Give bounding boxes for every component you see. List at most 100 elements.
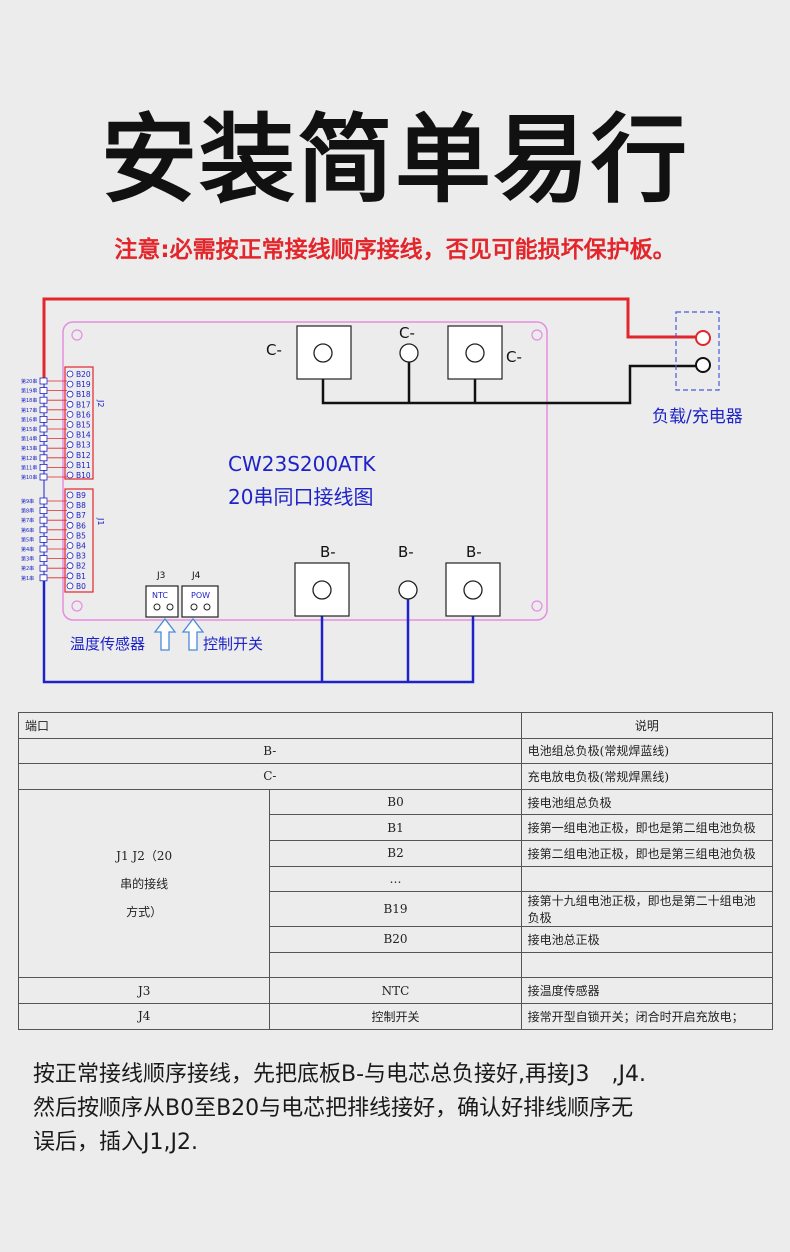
j2-pin-label: B10	[76, 471, 91, 480]
red-wire	[42, 297, 703, 382]
j1-pin-label: B0	[76, 582, 86, 591]
j1-pin-label: B9	[76, 491, 86, 500]
board-outline	[62, 321, 548, 621]
wire-terminal	[39, 497, 48, 505]
j1-pin-label: B6	[76, 521, 86, 530]
wire-terminal	[39, 473, 48, 481]
j2-pin-dot	[66, 441, 74, 449]
j1-pin-dot	[66, 542, 74, 549]
wire-label: 第10串	[21, 474, 37, 481]
mount-hole	[531, 600, 543, 612]
wire-terminal	[39, 454, 48, 462]
desc-cell: 接第二组电池正极，即也是第三组电池负极	[520, 839, 774, 867]
wire-terminal	[39, 415, 48, 423]
pin-cell: B1	[269, 814, 522, 841]
j2-pin-label: B19	[76, 380, 91, 389]
desc-cell: 电池组总负极(常规焊蓝线)	[520, 737, 774, 765]
mount-hole	[71, 600, 83, 612]
load-label: 负载/充电器	[652, 407, 743, 427]
j3-label: J3	[156, 571, 165, 581]
j2-pin-dot	[66, 390, 74, 398]
c-minus-label: C-	[266, 341, 282, 359]
j2-pin-dot	[66, 370, 74, 378]
wire-label: 第7串	[21, 517, 34, 524]
j2-pin-dot	[66, 380, 74, 388]
wire-label: 第1串	[21, 575, 34, 582]
installation-instructions: 按正常接线顺序接线，先把底板B-与电芯总负接好,再接J3 ,J4. 然后按顺序从…	[33, 1062, 646, 1155]
j2-pin-label: B15	[76, 421, 91, 430]
control-switch-label: 控制开关	[203, 635, 263, 653]
wire-terminal	[39, 425, 48, 433]
pin-cell	[269, 951, 522, 979]
wire-label: 第12串	[21, 455, 37, 462]
j3-pin	[166, 603, 174, 611]
temp-sensor-label: 温度传感器	[70, 635, 145, 653]
wire-label: 第16串	[21, 416, 37, 423]
pin-cell: B0	[269, 788, 522, 816]
j1-pin-dot	[66, 552, 74, 559]
arrow-up-icon	[181, 617, 205, 651]
wire-label: 第19串	[21, 388, 37, 395]
table-row: J3 NTC 接温度传感器	[17, 977, 774, 1004]
wiring-diagram: C- C- C- B- B- B- CW23S200ATK 20串同口接线图 负…	[21, 297, 743, 684]
wire-terminal	[39, 396, 48, 404]
mount-hole	[71, 329, 83, 341]
j1-pin-dot	[66, 572, 74, 580]
pin-cell: B20	[269, 926, 522, 953]
c-minus-label: C-	[399, 324, 415, 342]
wire-terminal	[39, 536, 48, 543]
b-terminal	[312, 580, 332, 600]
wire-label: 第13串	[21, 445, 37, 452]
pow-label: POW	[191, 591, 210, 600]
j2-pin-dot	[66, 461, 74, 469]
j1-pin-label: B8	[76, 501, 86, 510]
load-connector	[675, 311, 720, 391]
wire-terminal	[39, 555, 48, 562]
j1-pin-dot	[66, 491, 74, 499]
j4-connector	[181, 585, 219, 618]
wire-label: 第9串	[21, 498, 34, 505]
desc-cell: 接第十九组电池正极，即也是第二十组电池负极	[520, 891, 774, 928]
wire-terminal	[39, 507, 48, 515]
j1-pin-label: B5	[76, 531, 86, 540]
j1-pin-dot	[66, 562, 74, 570]
wire-terminal	[39, 406, 48, 414]
j1-pin-dot	[66, 521, 74, 529]
header-desc: 说明	[520, 712, 774, 739]
header-port: 端口	[18, 712, 522, 739]
wire-label: 第20串	[21, 378, 37, 385]
port-cell: J4	[17, 1002, 271, 1030]
j4-label: J4	[191, 571, 201, 581]
pin-cell: 控制开关	[269, 1002, 522, 1030]
j1-pin-dot	[66, 532, 74, 539]
wire-label: 第14串	[21, 436, 37, 443]
desc-cell: 充电放电负极(常规焊黑线)	[520, 763, 774, 790]
j2-pin-label: B17	[76, 400, 91, 409]
table-row: B19 接第十九组电池正极，即也是第二十组电池负极	[19, 891, 774, 928]
j4-pin	[190, 603, 198, 611]
wire-label: 第4串	[21, 546, 34, 553]
pin-cell: B19	[269, 891, 522, 928]
c-minus-label: C-	[506, 348, 522, 366]
j2-pin-dot	[66, 400, 74, 408]
wire-terminal	[39, 564, 48, 572]
j2-pin-dot	[66, 410, 74, 418]
table-header-row: 端口 说明	[18, 712, 774, 739]
port-cell: C-	[18, 763, 522, 790]
pin-cell: …	[269, 865, 522, 893]
load-positive-terminal	[695, 330, 711, 346]
j2-pin-dot	[66, 421, 74, 428]
wire-terminal	[39, 545, 48, 553]
j2-connector	[64, 366, 94, 480]
table-row: B- 电池组总负极(常规焊蓝线)	[18, 737, 774, 765]
port-cell: B-	[18, 737, 522, 765]
wire-label: 第3串	[21, 556, 34, 563]
j1-pin-dot	[66, 511, 74, 519]
j2-pin-label: B13	[76, 441, 91, 450]
j3-connector	[145, 585, 179, 618]
wire-label: 第11串	[21, 464, 37, 471]
table-row: J4 控制开关 接常开型自锁开关；闭合时开启充放电；	[17, 1002, 774, 1030]
load-negative-terminal	[695, 357, 711, 373]
j2-pin-label: B16	[76, 410, 91, 419]
wire-terminal	[39, 387, 48, 395]
